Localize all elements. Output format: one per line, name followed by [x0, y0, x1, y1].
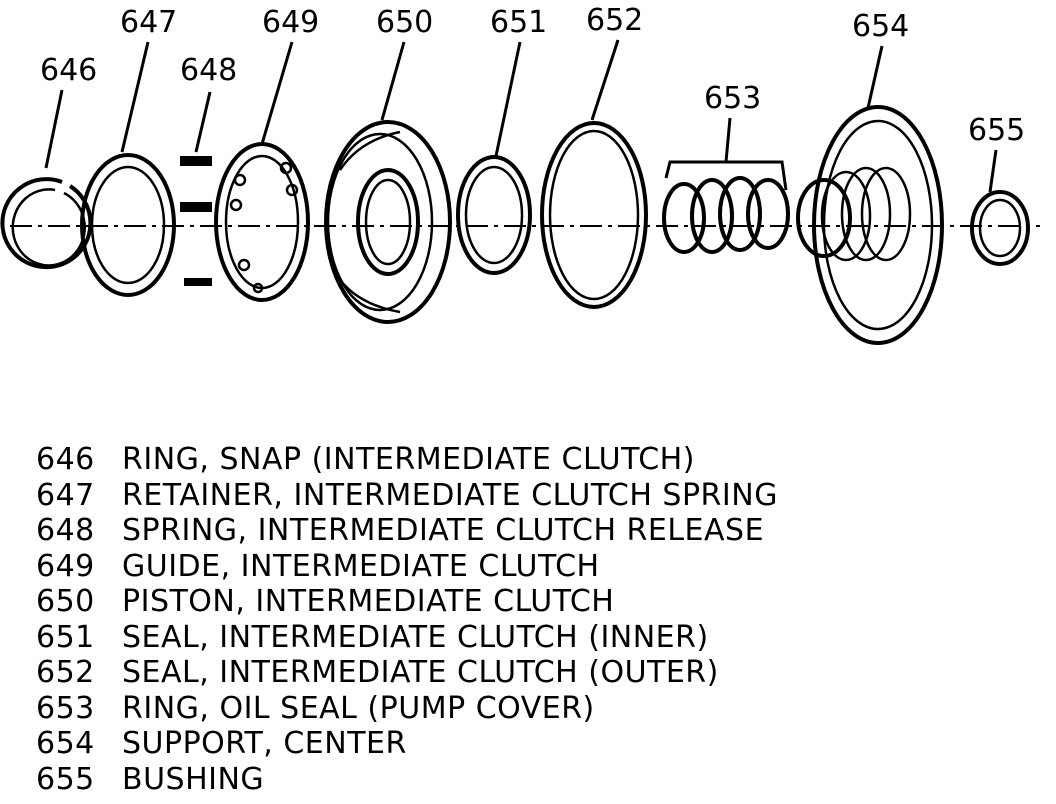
part-648-springs — [180, 156, 212, 286]
legend-number: 652 — [36, 655, 95, 691]
callout-655: 655 — [968, 113, 1025, 148]
legend-row: 647 RETAINER, INTERMEDIATE CLUTCH SPRING — [36, 478, 1036, 514]
part-654-center-support — [796, 105, 944, 345]
parts-legend: 646 RING, SNAP (INTERMEDIATE CLUTCH) 647… — [36, 442, 1036, 797]
legend-row: 652 SEAL, INTERMEDIATE CLUTCH (OUTER) — [36, 655, 1036, 691]
legend-number: 648 — [36, 513, 95, 549]
legend-description: PISTON, INTERMEDIATE CLUTCH — [122, 584, 615, 620]
part-655-bushing — [970, 190, 1030, 266]
legend-description: SUPPORT, CENTER — [122, 726, 407, 762]
legend-number: 651 — [36, 619, 95, 655]
legend-number: 649 — [36, 548, 95, 584]
legend-row: 649 GUIDE, INTERMEDIATE CLUTCH — [36, 549, 1036, 585]
legend-number: 647 — [36, 477, 95, 513]
legend-row: 648 SPRING, INTERMEDIATE CLUTCH RELEASE — [36, 513, 1036, 549]
legend-number: 650 — [36, 584, 95, 620]
callout-648: 648 — [180, 53, 237, 88]
legend-number: 653 — [36, 690, 95, 726]
callout-647: 647 — [120, 5, 177, 40]
legend-number: 654 — [36, 726, 95, 762]
legend-description: SEAL, INTERMEDIATE CLUTCH (OUTER) — [122, 655, 719, 691]
exploded-view-diagram: 646 647 648 649 650 651 652 653 654 655 — [0, 3, 1040, 345]
callout-649: 649 — [262, 5, 319, 40]
legend-row: 654 SUPPORT, CENTER — [36, 726, 1036, 762]
part-650-piston — [324, 120, 452, 324]
legend-row: 646 RING, SNAP (INTERMEDIATE CLUTCH) — [36, 442, 1036, 478]
callout-651: 651 — [490, 5, 547, 40]
legend-description: RING, SNAP (INTERMEDIATE CLUTCH) — [122, 442, 695, 478]
callout-653: 653 — [704, 81, 761, 116]
legend-row: 650 PISTON, INTERMEDIATE CLUTCH — [36, 584, 1036, 620]
part-647-retainer — [80, 153, 176, 297]
legend-number: 655 — [36, 761, 95, 797]
legend-row: 653 RING, OIL SEAL (PUMP COVER) — [36, 691, 1036, 727]
legend-row: 651 SEAL, INTERMEDIATE CLUTCH (INNER) — [36, 620, 1036, 656]
callout-646: 646 — [40, 53, 97, 88]
part-653-oil-seal-rings — [662, 160, 790, 254]
part-652-outer-seal — [540, 121, 648, 309]
part-651-inner-seal — [456, 155, 532, 275]
callout-652: 652 — [586, 3, 643, 38]
part-649-guide — [214, 142, 310, 302]
legend-description: RING, OIL SEAL (PUMP COVER) — [122, 690, 595, 726]
legend-description: RETAINER, INTERMEDIATE CLUTCH SPRING — [122, 477, 778, 513]
leader-lines — [44, 39, 998, 193]
callout-650: 650 — [376, 5, 433, 40]
legend-row: 655 BUSHING — [36, 762, 1036, 798]
legend-description: BUSHING — [122, 761, 265, 797]
callout-654: 654 — [852, 9, 909, 44]
legend-number: 646 — [36, 442, 95, 478]
legend-description: SEAL, INTERMEDIATE CLUTCH (INNER) — [122, 619, 709, 655]
legend-description: GUIDE, INTERMEDIATE CLUTCH — [122, 548, 600, 584]
part-646-snap-ring — [0, 177, 93, 270]
legend-description: SPRING, INTERMEDIATE CLUTCH RELEASE — [122, 513, 765, 549]
